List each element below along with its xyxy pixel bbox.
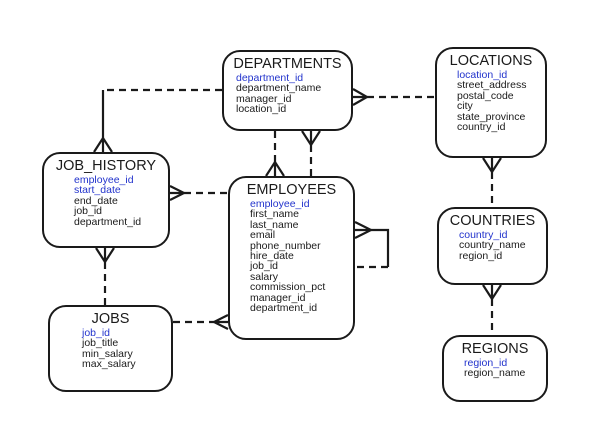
entity-job-history-title: JOB_HISTORY [55,158,157,174]
field-regions-region-name: region_name [464,367,526,380]
field-job-history-department-id: department_id [74,215,142,228]
rel-countries-locations [482,157,502,207]
field-countries-country-id: country_id [459,229,508,241]
entity-regions-title: REGIONS [461,341,529,357]
field-employees-department-id: department_id [250,302,318,315]
rel-employees-self-manager [354,221,390,269]
field-employees-email: email [250,229,276,242]
entity-departments-fields: department_id department_name manager_id… [224,72,351,115]
field-regions-region-id: region_id [464,357,508,369]
field-countries-region-id: region_id [459,249,503,262]
field-locations-street-address: street_address [457,79,527,92]
field-departments-manager-id: manager_id [236,92,292,105]
rel-employees-jobhistory [169,185,228,201]
field-locations-location-id: location_id [457,69,508,81]
entity-locations[interactable]: LOCATIONS location_id street_address pos… [435,47,547,158]
entity-employees-title: EMPLOYEES [246,182,337,198]
entity-regions[interactable]: REGIONS region_id region_name [442,335,548,402]
field-employees-employee-id: employee_id [250,198,310,210]
field-locations-city: city [457,100,473,113]
rel-locations-departments [352,88,435,106]
entity-jobs-title: JOBS [91,311,130,327]
rel-jobs-employees [173,314,229,330]
field-jobs-job-title: job_title [82,337,119,350]
field-jobs-max-salary: max_salary [82,358,136,371]
entity-countries[interactable]: COUNTRIES country_id country_name region… [437,207,548,285]
field-locations-country-id: country_id [457,121,506,134]
entity-locations-title: LOCATIONS [449,53,533,69]
rel-jobs-jobhistory [95,247,115,305]
field-employees-last-name: last_name [250,218,299,231]
field-job-history-employee-id: employee_id [74,174,134,186]
field-departments-department-name: department_name [236,82,322,95]
entity-jobs-fields: job_id job_title min_salary max_salary [50,327,171,370]
field-job-history-job-id: job_id [74,205,103,218]
rel-departments-jobhistory [93,88,222,153]
rel-regions-countries [482,284,502,335]
field-job-history-end-date: end_date [74,194,118,207]
field-locations-state-province: state_province [457,110,526,123]
entity-departments[interactable]: DEPARTMENTS department_id department_nam… [222,50,353,131]
field-departments-department-id: department_id [236,72,304,84]
entity-job-history[interactable]: JOB_HISTORY employee_id start_date end_d… [42,152,170,248]
entity-departments-title: DEPARTMENTS [233,56,342,72]
field-jobs-min-salary: min_salary [82,347,133,360]
entity-employees[interactable]: EMPLOYEES employee_id first_name last_na… [228,176,355,340]
entity-countries-title: COUNTRIES [449,213,536,229]
field-departments-location-id: location_id [236,103,287,116]
rel-employees-departments-manager [301,130,321,176]
entity-jobs[interactable]: JOBS job_id job_title min_salary max_sal… [48,305,173,392]
field-employees-commission-pct: commission_pct [250,281,326,294]
field-employees-phone-number: phone_number [250,239,321,252]
field-employees-first-name: first_name [250,208,300,221]
field-employees-salary: salary [250,270,279,283]
field-locations-postal-code: postal_code [457,89,514,102]
entity-locations-fields: location_id street_address postal_code c… [437,69,545,134]
entity-employees-fields: employee_id first_name last_name email p… [230,198,353,315]
entity-regions-fields: region_id region_name [444,357,546,379]
field-employees-manager-id: manager_id [250,291,306,304]
field-employees-hire-date: hire_date [250,250,294,263]
field-employees-job-id: job_id [250,260,279,273]
field-countries-country-name: country_name [459,239,526,252]
field-jobs-job-id: job_id [82,327,111,339]
entity-job-history-fields: employee_id start_date end_date job_id d… [44,174,168,228]
field-job-history-start-date: start_date [74,184,121,197]
entity-countries-fields: country_id country_name region_id [439,229,546,262]
rel-departments-employees [265,131,285,177]
